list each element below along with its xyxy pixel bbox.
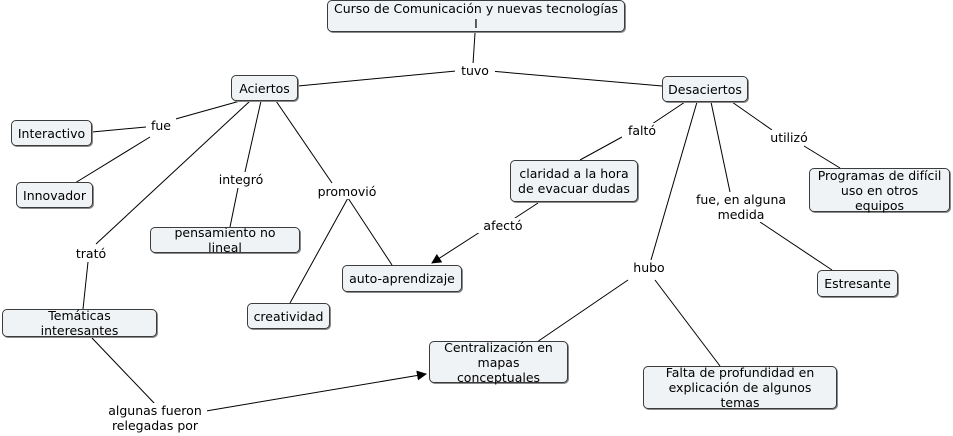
link-curso-tuvo bbox=[472, 32, 476, 65]
concept-desaciertos[interactable]: Desaciertos bbox=[662, 76, 748, 102]
link-desaciertos-fuealguna bbox=[710, 101, 731, 193]
concept-estresante[interactable]: Estresante bbox=[817, 270, 898, 297]
link-desaciertos-hubo bbox=[650, 101, 698, 261]
concept-curso[interactable]: Curso de Comunicación y nuevas tecnologí… bbox=[327, 0, 625, 32]
phrase-utilizo: utilizó bbox=[765, 130, 813, 145]
link-desaciertos-falto bbox=[651, 101, 686, 125]
phrase-falto: faltó bbox=[622, 123, 662, 138]
concept-programas[interactable]: Programas de difícil uso en otros equipo… bbox=[809, 168, 950, 213]
link-fuealguna-estresante bbox=[759, 221, 833, 271]
link-hubo-centralizacion bbox=[536, 279, 629, 343]
link-utilizo-programas bbox=[803, 145, 841, 169]
concept-auto-aprendizaje[interactable]: auto-aprendizaje bbox=[342, 265, 462, 292]
link-promovio-auto bbox=[347, 197, 393, 266]
link-fue-interactivo bbox=[91, 126, 147, 133]
phrase-fue-en-alguna-medida: fue, en alguna medida bbox=[687, 192, 795, 222]
phrase-tuvo: tuvo bbox=[455, 63, 495, 78]
concept-creatividad[interactable]: creatividad bbox=[247, 303, 330, 329]
link-aciertos-integro bbox=[244, 100, 262, 173]
link-aciertos-promovio bbox=[275, 100, 333, 184]
concept-aciertos[interactable]: Aciertos bbox=[231, 75, 298, 101]
link-claridad-afecto bbox=[511, 202, 539, 221]
link-falto-claridad bbox=[579, 136, 623, 161]
link-tuvo-aciertos bbox=[297, 70, 457, 87]
link-desaciertos-utilizo bbox=[731, 101, 773, 131]
phrase-hubo: hubo bbox=[628, 260, 670, 275]
link-tuvo-desaciertos bbox=[489, 70, 663, 87]
link-fue-innovador bbox=[74, 136, 151, 184]
phrase-trato: trató bbox=[71, 246, 111, 261]
concept-falta[interactable]: Falta de profundidad en explicación de a… bbox=[643, 365, 837, 410]
phrase-algunas-fueron-relegadas: algunas fueron relegadas por bbox=[103, 403, 207, 433]
phrase-afecto: afectó bbox=[478, 218, 528, 233]
concept-centralizacion[interactable]: Centralización en mapas conceptuales bbox=[429, 340, 568, 385]
link-promovio-creatividad bbox=[289, 197, 349, 304]
concept-interactivo[interactable]: Interactivo bbox=[11, 120, 92, 146]
phrase-promovio: promovió bbox=[313, 184, 381, 199]
link-aciertos-fue bbox=[171, 100, 241, 121]
link-hubo-falta bbox=[654, 279, 721, 367]
concept-pensamiento[interactable]: pensamiento no lineal bbox=[150, 225, 300, 255]
link-tematicas-algunas bbox=[91, 337, 156, 405]
concept-innovador[interactable]: Innovador bbox=[16, 182, 93, 208]
phrase-integro: integró bbox=[215, 172, 267, 187]
link-afecto-auto bbox=[431, 231, 481, 264]
link-integro-pensamiento bbox=[229, 187, 239, 228]
concept-tematicas[interactable]: Temáticas interesantes bbox=[2, 308, 157, 338]
link-aciertos-trato bbox=[95, 100, 251, 245]
phrase-fue: fue bbox=[146, 118, 176, 133]
link-trato-tematicas bbox=[82, 261, 89, 310]
link-algunas-centralizacion bbox=[199, 370, 427, 413]
concept-claridad[interactable]: claridad a la hora de evacuar dudas bbox=[510, 160, 638, 202]
